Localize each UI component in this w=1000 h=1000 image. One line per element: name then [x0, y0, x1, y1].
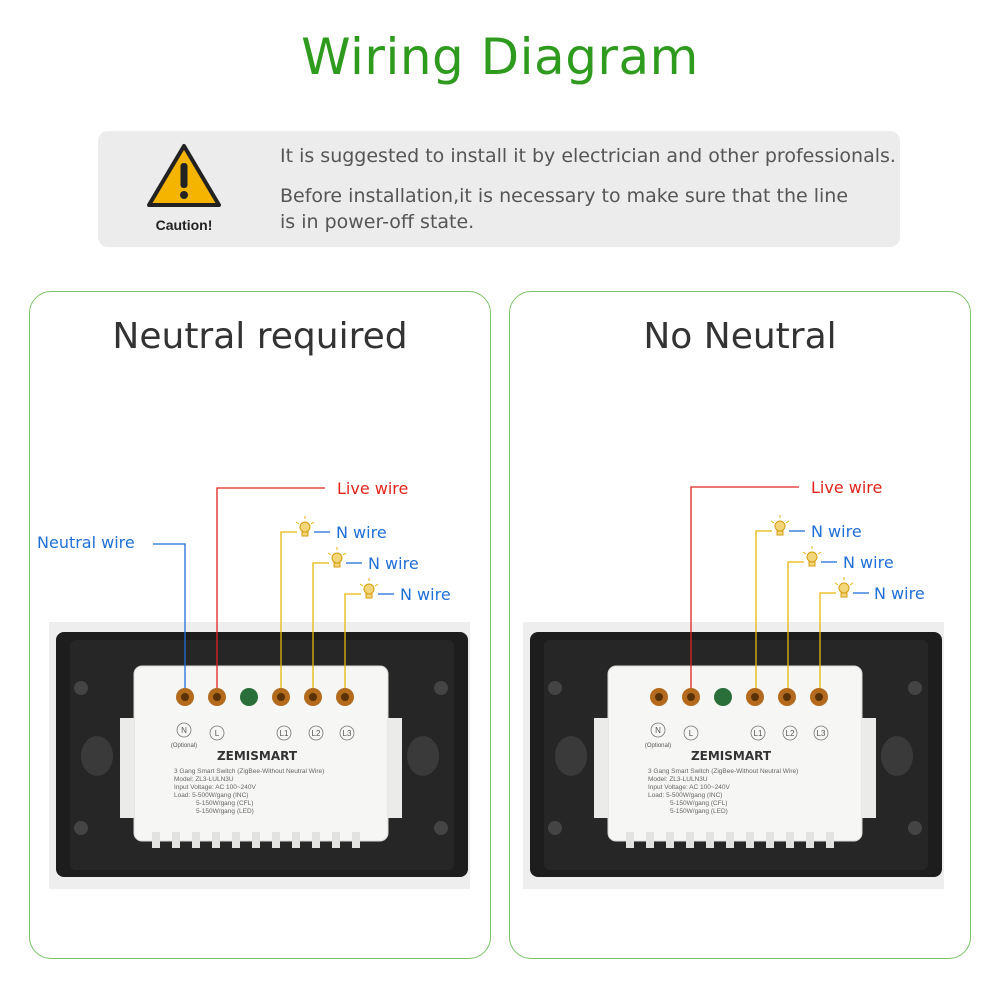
- warning-icon: [147, 144, 221, 207]
- caution-line-2: Before installation,it is necessary to m…: [280, 185, 849, 207]
- caution-label: Caution!: [155, 217, 213, 233]
- panel-title: Neutral required: [112, 316, 408, 357]
- panel-title: No Neutral: [643, 316, 837, 357]
- caution-line-1: It is suggested to install it by electri…: [280, 145, 896, 167]
- panel-neutral-required: Neutral required: [29, 291, 491, 959]
- caution-box: Caution! It is suggested to install it b…: [98, 131, 900, 247]
- page-title: Wiring Diagram: [301, 28, 699, 86]
- caution-line-3: is in power-off state.: [280, 211, 475, 233]
- panel-no-neutral: No Neutral: [509, 291, 971, 959]
